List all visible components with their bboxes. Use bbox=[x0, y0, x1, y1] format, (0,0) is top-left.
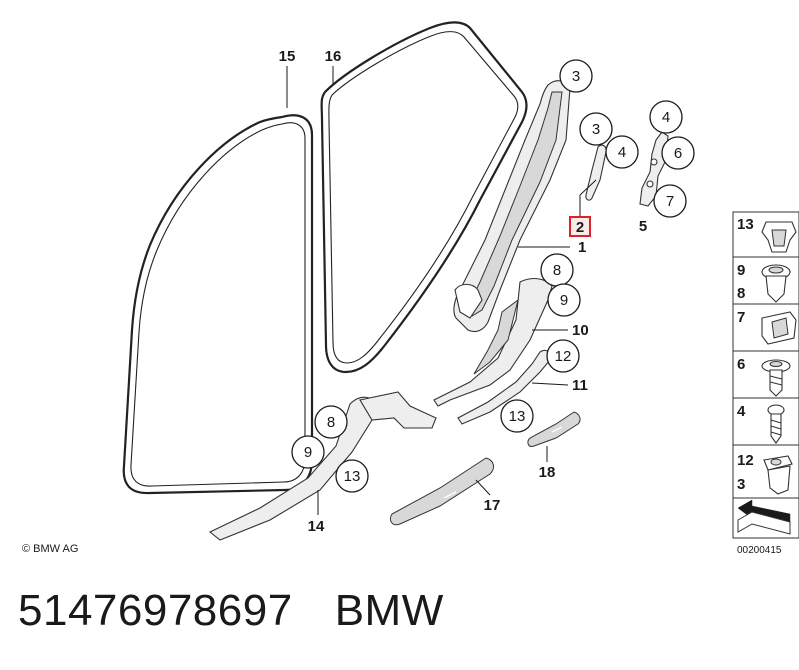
callout-10: 10 bbox=[572, 322, 589, 339]
part-caption: 51476978697 BMW bbox=[18, 586, 486, 642]
svg-text:12: 12 bbox=[737, 452, 754, 469]
legend-nut-clip-7: 7 bbox=[732, 303, 799, 352]
svg-text:4: 4 bbox=[737, 403, 746, 420]
cover-strip-2 bbox=[585, 144, 607, 201]
door-seal-15 bbox=[122, 114, 314, 495]
image-code: 00200415 bbox=[737, 545, 782, 556]
svg-text:13: 13 bbox=[737, 216, 754, 233]
copyright-text: © BMW AG bbox=[22, 543, 78, 555]
callout-9a: 9 bbox=[560, 292, 568, 309]
callout-8a: 8 bbox=[553, 262, 561, 279]
svg-text:9: 9 bbox=[737, 262, 745, 279]
bracket-5 bbox=[639, 131, 669, 207]
entrance-strip-18 bbox=[527, 411, 581, 447]
callout-3a: 3 bbox=[572, 68, 580, 85]
callout-13b: 13 bbox=[344, 468, 361, 485]
callout-11: 11 bbox=[572, 377, 588, 394]
part-number: 51476978697 bbox=[18, 586, 293, 635]
door-seal-16 bbox=[320, 21, 528, 374]
brand-name: BMW bbox=[334, 586, 444, 635]
callout-5: 5 bbox=[639, 218, 647, 235]
callout-15: 15 bbox=[279, 48, 296, 65]
callout-1: 1 bbox=[578, 239, 586, 256]
callout-18: 18 bbox=[539, 464, 556, 481]
legend-clip-13: 13 bbox=[732, 211, 799, 258]
callout-9b: 9 bbox=[304, 444, 312, 461]
callout-2: 2 bbox=[576, 219, 584, 236]
fastener-legend: 13 9 8 7 6 bbox=[732, 211, 799, 539]
callout-4b: 4 bbox=[662, 109, 670, 126]
callout-8b: 8 bbox=[327, 414, 335, 431]
legend-rivet-9-8: 9 8 bbox=[732, 256, 799, 305]
legend-arrow-box bbox=[732, 497, 799, 539]
legend-clip-12-3: 12 3 bbox=[732, 444, 799, 499]
callouts: 15 16 3 3 4 4 6 7 5 2 1 8 9 10 12 11 13 … bbox=[279, 48, 695, 535]
callout-16: 16 bbox=[325, 48, 342, 65]
leader-lines bbox=[286, 66, 597, 515]
callout-14: 14 bbox=[308, 518, 325, 535]
b-pillar-trim-1 bbox=[453, 80, 571, 333]
callout-4: 4 bbox=[618, 144, 626, 161]
sill-trim-14 bbox=[208, 391, 437, 541]
entrance-strip-17 bbox=[389, 457, 494, 526]
callout-17: 17 bbox=[484, 497, 501, 514]
legend-screw-4: 4 bbox=[732, 397, 799, 446]
svg-text:6: 6 bbox=[737, 356, 745, 373]
callout-12: 12 bbox=[555, 348, 572, 365]
callout-7: 7 bbox=[666, 193, 674, 210]
callout-3b: 3 bbox=[592, 121, 600, 138]
svg-text:3: 3 bbox=[737, 476, 745, 493]
callout-13a: 13 bbox=[509, 408, 526, 425]
legend-screw-6: 6 bbox=[732, 350, 799, 399]
svg-text:8: 8 bbox=[737, 285, 745, 302]
parts-diagram: 15 16 3 3 4 4 6 7 5 2 1 8 9 10 12 11 13 … bbox=[22, 21, 799, 556]
svg-text:7: 7 bbox=[737, 309, 745, 326]
callout-6: 6 bbox=[674, 145, 682, 162]
